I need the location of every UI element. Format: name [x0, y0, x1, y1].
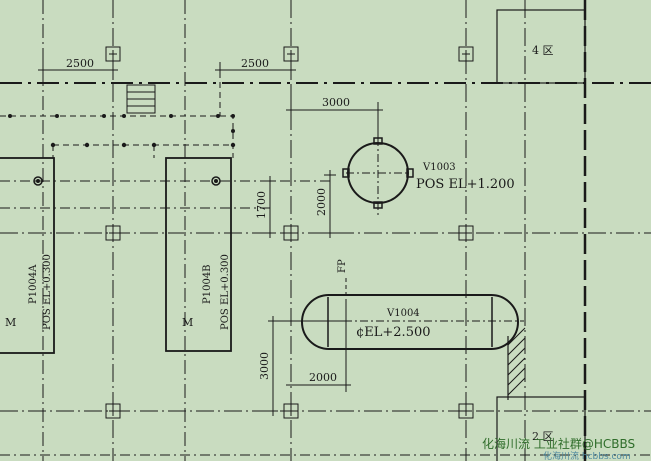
grid-marker: [283, 403, 299, 419]
pipe-rack-outline: [0, 115, 234, 158]
zone-lower-label: 2 区: [532, 430, 554, 443]
p1004b-motor: M: [182, 316, 193, 329]
dimension-top-left: [38, 62, 118, 78]
grid-marker: [458, 403, 474, 419]
dim-label-v1003-offset: 3000: [322, 96, 350, 109]
p1004a-elevation: POS EL+0.300: [42, 254, 53, 330]
grid-marker: [105, 46, 121, 62]
grid-marker: [458, 46, 474, 62]
grid-marker: [283, 46, 299, 62]
support-points: [8, 114, 236, 148]
dimension-v1003-vertical: [324, 170, 336, 238]
stair-ladder: [126, 84, 156, 114]
dimension-pump-gap: [264, 176, 276, 238]
p1004a-tag: P1004A: [28, 264, 39, 304]
p1004a-motor: M: [5, 316, 16, 329]
vessel-v1003: [342, 137, 414, 215]
grid-marker: [105, 403, 121, 419]
zone-upper-box: [496, 9, 586, 84]
hatched-wall: [507, 327, 526, 400]
watermark-main: 化海川流 工业社群@HCBBS: [482, 436, 635, 451]
dim-label-pump-gap: 1700: [255, 191, 268, 219]
dim-label-v1004-vertical: 3000: [258, 352, 271, 380]
dimension-v1004-offset: [286, 300, 351, 392]
dim-label-v1004-offset: 2000: [309, 371, 337, 384]
watermark-sub: 化海川流 hcbbs.com: [543, 450, 631, 461]
pump-nozzle: [33, 176, 43, 186]
v1004-elevation: ¢EL+2.500: [356, 325, 431, 340]
dim-label-top-mid: 2500: [241, 57, 269, 70]
pump-p1004a-foundation: [0, 157, 55, 354]
pump-p1004b-foundation: [165, 157, 232, 352]
v1004-marker: FP: [337, 259, 348, 273]
zone-lower-box: [496, 396, 586, 461]
dim-label-top-left: 2500: [66, 57, 94, 70]
dimension-v1003-offset: [286, 102, 383, 140]
grid-marker: [105, 225, 121, 241]
vessel-v1004: [296, 278, 524, 350]
grid-marker: [283, 225, 299, 241]
v1003-tag: V1003: [422, 162, 456, 173]
v1004-tag: V1004: [386, 308, 420, 319]
dim-label-v1003-vertical: 2000: [315, 188, 328, 216]
dimension-v1004-vertical: [268, 316, 345, 416]
p1004b-elevation: POS EL+0.300: [220, 254, 231, 330]
pump-nozzle: [211, 176, 221, 186]
v1003-elevation: POS EL+1.200: [416, 177, 515, 192]
grid-marker: [458, 225, 474, 241]
zone-upper-label: 4 区: [532, 44, 554, 57]
p1004b-tag: P1004B: [202, 264, 213, 304]
